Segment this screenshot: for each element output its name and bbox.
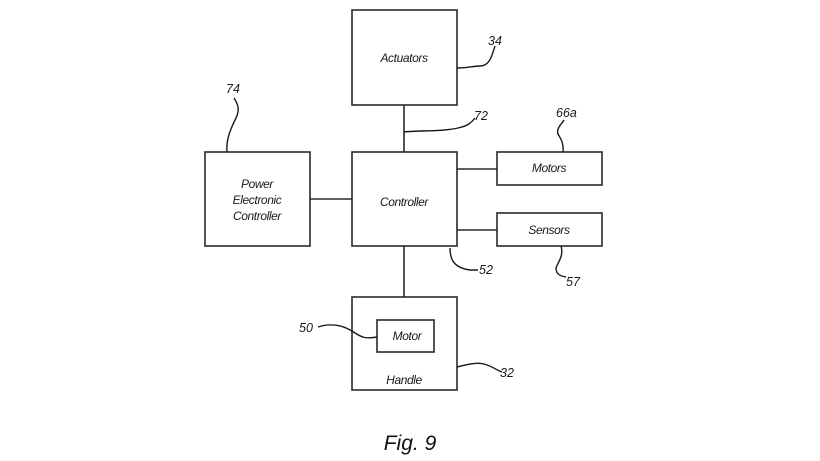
ref-50: 50 (299, 321, 313, 335)
leader-34 (456, 45, 496, 69)
handle-motor-block: Motor (376, 319, 435, 353)
pec-label-line-3: Controller (233, 209, 282, 223)
controller-block: Controller (351, 151, 458, 247)
pec-label-line-2: Electronic (233, 193, 282, 207)
ref-52: 52 (479, 263, 493, 277)
leader-66a (556, 119, 565, 153)
ref-74: 74 (226, 82, 240, 96)
ref-66a: 66a (556, 106, 577, 120)
ref-34: 34 (488, 34, 502, 48)
leader-72 (403, 117, 476, 133)
actuators-label: Actuators (379, 51, 427, 65)
handle-motor-label: Motor (393, 329, 423, 343)
ref-32: 32 (500, 366, 514, 380)
ref-72: 72 (474, 109, 488, 123)
figure-caption: Fig. 9 (384, 432, 437, 455)
leader-74 (226, 97, 239, 153)
sensors-block: Sensors (496, 212, 603, 247)
controller-label: Controller (380, 195, 429, 209)
leader-50 (317, 324, 378, 339)
power-electronic-controller-block: Power Electronic Controller (204, 151, 311, 247)
ref-57: 57 (566, 275, 581, 289)
sensors-label: Sensors (528, 223, 570, 237)
leader-52 (449, 247, 478, 271)
handle-label: Handle (386, 373, 422, 387)
leader-32 (456, 362, 503, 373)
leader-57 (555, 245, 567, 278)
motors-label: Motors (532, 161, 567, 175)
actuators-block: Actuators (351, 9, 458, 106)
pec-label-line-1: Power (241, 177, 274, 191)
motors-block: Motors (496, 151, 603, 186)
